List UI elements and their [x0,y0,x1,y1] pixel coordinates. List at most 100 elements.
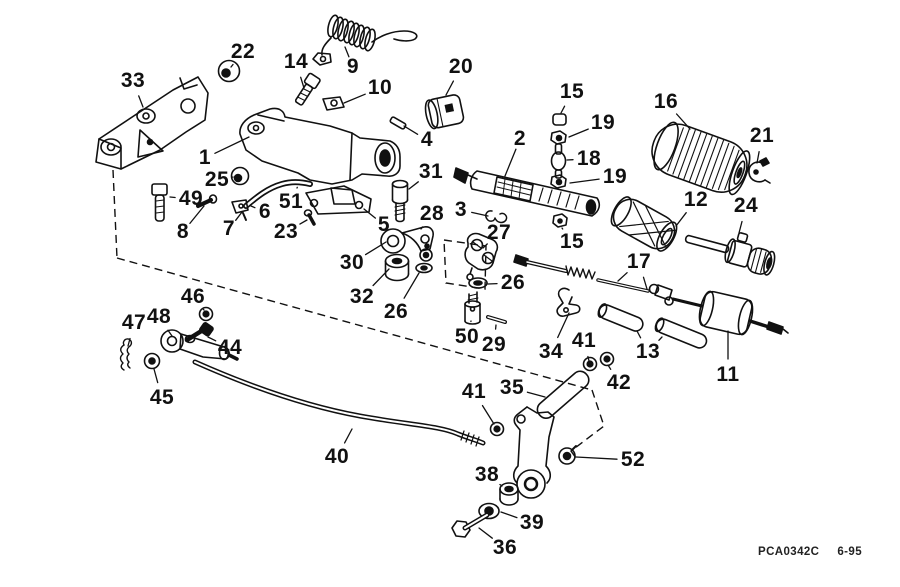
leader-line-52 [575,456,618,460]
leader-line-32 [372,268,390,287]
callout-40: 40 [324,445,350,468]
callout-35: 35 [499,376,525,399]
callout-41: 41 [571,329,597,352]
leader-line-8 [189,205,205,225]
leader-line-24 [738,220,743,234]
callout-1: 1 [198,146,212,169]
leader-line-12 [675,212,687,227]
part-screw-8 [196,194,218,208]
leader-line-14 [300,76,305,89]
callout-28: 28 [419,202,445,225]
leader-line-44 [207,336,217,342]
part-cable-damper [698,290,754,336]
leader-line-1 [214,136,250,154]
leader-line-27 [482,243,488,249]
part-washer-26b [468,277,488,289]
callout-2: 2 [513,127,527,150]
callout-16: 16 [653,90,679,113]
callout-4: 4 [420,128,434,151]
part-cotter-pin [119,338,133,371]
callout-50: 50 [454,325,480,348]
callout-20: 20 [448,55,474,78]
callout-25: 25 [204,168,230,191]
callout-10: 10 [367,76,393,99]
leader-line-21 [756,151,760,164]
leader-line-4 [403,125,419,135]
part-bellcrank [380,226,434,254]
callout-51: 51 [278,190,304,213]
callout-31: 31 [418,160,444,183]
callout-39: 39 [519,511,545,534]
part-mount-bracket [95,76,209,170]
leader-line-38 [499,483,503,487]
leader-line-31 [408,181,419,190]
callout-38: 38 [474,463,500,486]
part-clamp-21 [748,157,771,184]
callout-7: 7 [222,217,236,240]
leader-line-35 [526,391,546,398]
callout-13: 13 [635,340,661,363]
leader-line-5 [363,208,377,219]
part-gear-plate [305,185,372,215]
leader-line-10 [343,93,366,104]
part-grommet-25 [230,166,250,186]
leader-line-19 [569,178,600,184]
leader-line-49 [169,196,176,199]
leader-line-15 [560,105,566,114]
leader-line-9 [344,46,350,58]
callout-48: 48 [146,305,172,328]
leader-line-17 [642,276,648,290]
leader-line-41 [587,355,590,362]
leader-line-33 [138,95,144,108]
part-pin-4 [389,116,407,130]
callout-18: 18 [576,147,602,170]
callout-52: 52 [620,448,646,471]
callout-19: 19 [602,165,628,188]
callout-8: 8 [176,220,190,243]
leader-line-48 [167,329,173,337]
part-throttle-spring [312,14,418,66]
drawing-code: PCA0342C 6-95 [758,546,862,558]
callout-33: 33 [120,69,146,92]
callout-47: 47 [121,311,147,334]
callout-42: 42 [606,371,632,394]
callout-27: 27 [486,221,512,244]
part-washer-26a [415,248,433,274]
callout-12: 12 [683,188,709,211]
leader-line-47 [127,337,131,347]
callout-15: 15 [559,80,585,103]
leader-line-28 [420,226,424,230]
callout-19: 19 [590,111,616,134]
part-steering-handle [239,107,401,185]
callout-6: 6 [258,200,272,223]
callout-3: 3 [454,198,468,221]
leader-line-45 [153,368,159,384]
part-handle-grip [651,121,751,196]
leader-line-23 [299,219,308,225]
part-friction-shaft [684,232,776,276]
leader-line-2 [504,148,517,177]
callout-21: 21 [749,124,775,147]
part-throttle-sleeve [610,196,678,252]
callout-15: 15 [559,230,585,253]
part-nut-41a [582,356,598,372]
part-nut-45 [143,352,161,370]
callout-34: 34 [538,340,564,363]
part-nut-46 [198,306,214,322]
part-washer-52 [558,445,577,465]
part-pin-31 [391,179,409,223]
part-tube-13a [597,303,644,332]
callout-14: 14 [283,50,309,73]
part-bushing-38 [499,482,519,506]
part-pin-29 [486,315,507,324]
leader-line-30 [364,241,387,256]
part-nut-42 [599,351,615,367]
callout-29: 29 [481,333,507,356]
callout-26: 26 [500,271,526,294]
callout-23: 23 [273,220,299,243]
part-steering-arm [512,370,590,499]
callout-41: 41 [461,380,487,403]
leader-line-41 [481,404,495,425]
callout-49: 49 [178,187,204,210]
